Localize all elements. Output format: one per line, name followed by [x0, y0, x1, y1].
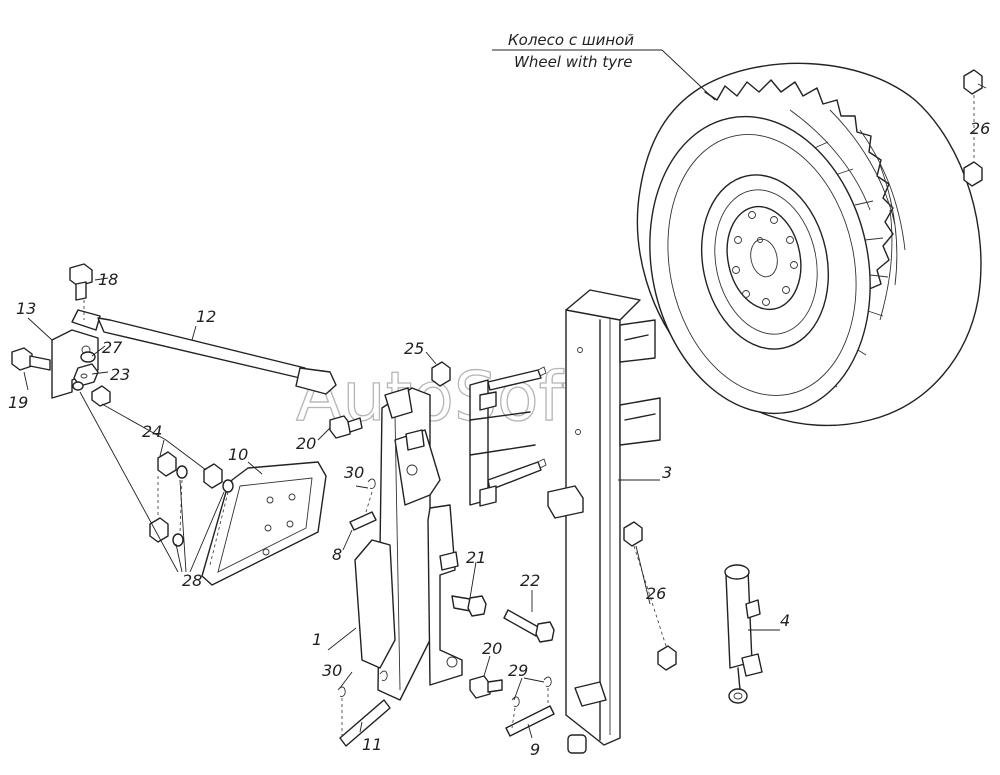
callout-18: 18	[98, 270, 118, 289]
wheel-with-tyre	[636, 62, 982, 427]
callouts: 18 13 12 27 23 19 24 10 28 25 20 30 8 21…	[8, 119, 990, 759]
callout-25: 25	[404, 339, 424, 358]
callout-20-upper: 20	[296, 434, 316, 453]
callout-26-right: 26	[970, 119, 990, 138]
callout-23: 23	[110, 365, 130, 384]
alignment-lines	[83, 95, 975, 740]
callout-4: 4	[780, 611, 790, 630]
callout-8: 8	[332, 545, 342, 564]
callout-10: 10	[228, 445, 248, 464]
callout-3: 3	[662, 463, 672, 482]
caption-en: Wheel with tyre	[514, 53, 632, 71]
callout-28: 28	[182, 571, 202, 590]
part-10-plate	[201, 461, 327, 586]
callout-19: 19	[8, 393, 28, 412]
leader-lines	[23, 83, 987, 739]
callout-22: 22	[520, 571, 540, 590]
fasteners	[11, 69, 983, 747]
callout-11: 11	[362, 735, 382, 754]
callout-13: 13	[16, 299, 36, 318]
callout-24: 24	[142, 422, 162, 441]
callout-29: 29	[508, 661, 528, 680]
callout-12: 12	[196, 307, 216, 326]
caption-ru: Колесо с шиной	[508, 31, 634, 49]
part-4-cylinder	[724, 564, 763, 704]
callout-30-lower: 30	[322, 661, 342, 680]
part-12-rod	[71, 309, 337, 395]
callout-27: 27	[102, 338, 123, 357]
callout-9: 9	[530, 740, 540, 759]
callout-26-middle: 26	[646, 584, 666, 603]
part-3-beam	[547, 289, 661, 754]
wheel-caption: Колесо с шиной Wheel with tyre	[492, 31, 716, 101]
callout-1: 1	[312, 630, 322, 649]
callout-21: 21	[466, 548, 486, 567]
u-bolt-assembly	[469, 366, 547, 507]
callout-30-upper: 30	[344, 463, 364, 482]
part-1-bracket	[354, 387, 463, 701]
callout-20-lower: 20	[482, 639, 502, 658]
